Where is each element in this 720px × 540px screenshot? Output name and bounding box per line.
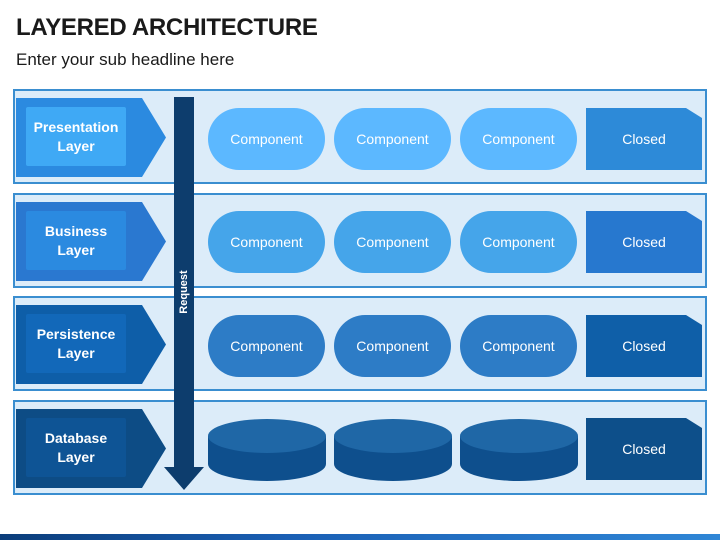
- page-subtitle: Enter your sub headline here: [16, 50, 235, 69]
- closed-label: Closed: [622, 131, 666, 147]
- database-disk-2: [333, 418, 453, 482]
- component-label: Component: [482, 234, 555, 250]
- component-label: Component: [230, 131, 303, 147]
- closed-label: Closed: [622, 441, 666, 457]
- component-box: Component: [208, 108, 325, 170]
- database-disk-3: [459, 418, 579, 482]
- component-box: Component: [334, 211, 451, 273]
- component-box: Component: [460, 211, 577, 273]
- component-label: Component: [230, 338, 303, 354]
- closed-box-presentation: Closed: [586, 108, 702, 170]
- footer-accent-bar: [0, 534, 720, 540]
- closed-box-persistence: Closed: [586, 315, 702, 377]
- component-label: Component: [356, 338, 429, 354]
- component-label: Component: [230, 234, 303, 250]
- component-label: Component: [482, 131, 555, 147]
- component-box: Component: [460, 315, 577, 377]
- component-label: Component: [482, 338, 555, 354]
- component-box: Component: [208, 315, 325, 377]
- closed-label: Closed: [622, 234, 666, 250]
- component-box: Component: [460, 108, 577, 170]
- request-arrow: [164, 97, 204, 492]
- request-arrow-label: Request: [178, 270, 190, 314]
- page-title: LAYERED ARCHITECTURE: [16, 14, 318, 41]
- closed-box-database: Closed: [586, 418, 702, 480]
- component-label: Component: [356, 234, 429, 250]
- component-box: Component: [334, 315, 451, 377]
- database-disk-1: [207, 418, 327, 482]
- component-label: Component: [356, 131, 429, 147]
- component-box: Component: [334, 108, 451, 170]
- closed-label: Closed: [622, 338, 666, 354]
- component-box: Component: [208, 211, 325, 273]
- closed-box-business: Closed: [586, 211, 702, 273]
